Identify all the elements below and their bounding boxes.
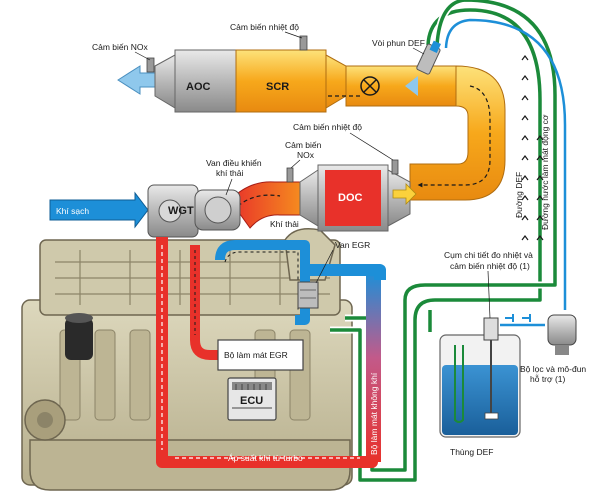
labels: Cảm biến NOx Cảm biến nhiệt độ Vòi phun … (56, 22, 586, 463)
def-injector-label: Vòi phun DEF (372, 38, 425, 48)
doc-label: DOC (338, 192, 363, 204)
level-sensor-label-1: Cụm chi tiết đo nhiệt và (444, 250, 533, 260)
filter-label-2: hỗ trợ (1) (530, 374, 566, 384)
def-line (444, 18, 567, 327)
egr-valve-label: Van EGR (335, 240, 370, 250)
def-line-label: Đường DEF (514, 172, 524, 218)
aoc-label: AOC (186, 81, 211, 93)
def-tank-label: Thùng DEF (450, 447, 493, 457)
ecu (227, 377, 277, 421)
nox-sensor-mid-label-1: Cảm biến (285, 140, 322, 150)
def-injector (416, 40, 441, 75)
filter-label-1: Bộ lọc và mô-đun (520, 364, 586, 374)
def-tank (439, 317, 521, 438)
doc-assembly (229, 159, 417, 232)
def-supply-module (505, 314, 577, 355)
scr-assembly (117, 35, 506, 201)
exhaust-valve-label-1: Van điều khiển (206, 158, 262, 168)
charge-air-cooler-label: Bộ làm mát không khí (369, 372, 379, 455)
scr-label: SCR (266, 81, 289, 93)
egr-cooler (217, 339, 304, 371)
turbocharger (49, 184, 241, 238)
nox-sensor-mid-label-2: NOx (297, 150, 315, 160)
egr-valve (297, 281, 319, 309)
coolant-lines (330, 0, 559, 484)
coolant-line-chevrons (521, 55, 544, 241)
exhaust-valve-label-2: khí thải (216, 168, 244, 178)
coolant-line-label: Đường nước làm mát động cơ (540, 114, 550, 230)
temp-sensor-top-label: Cảm biến nhiệt độ (230, 22, 299, 32)
temp-sensor-mid-label: Cảm biến nhiệt độ (293, 122, 362, 132)
clean-air-label: Khí sạch (56, 206, 89, 216)
nox-sensor-top-label: Cảm biến NOx (92, 42, 148, 52)
level-sensor-label-2: cảm biến nhiệt độ (1) (450, 261, 530, 271)
wgt-label: WGT (168, 205, 194, 217)
charge-air-path (156, 237, 386, 468)
turbo-pressure-label: Áp suất khí từ turbo (228, 453, 303, 463)
egr-cooler-label: Bộ làm mát EGR (224, 350, 288, 360)
ecu-label: ECU (240, 395, 263, 407)
exhaust-gas-label: Khí thải (270, 219, 299, 229)
